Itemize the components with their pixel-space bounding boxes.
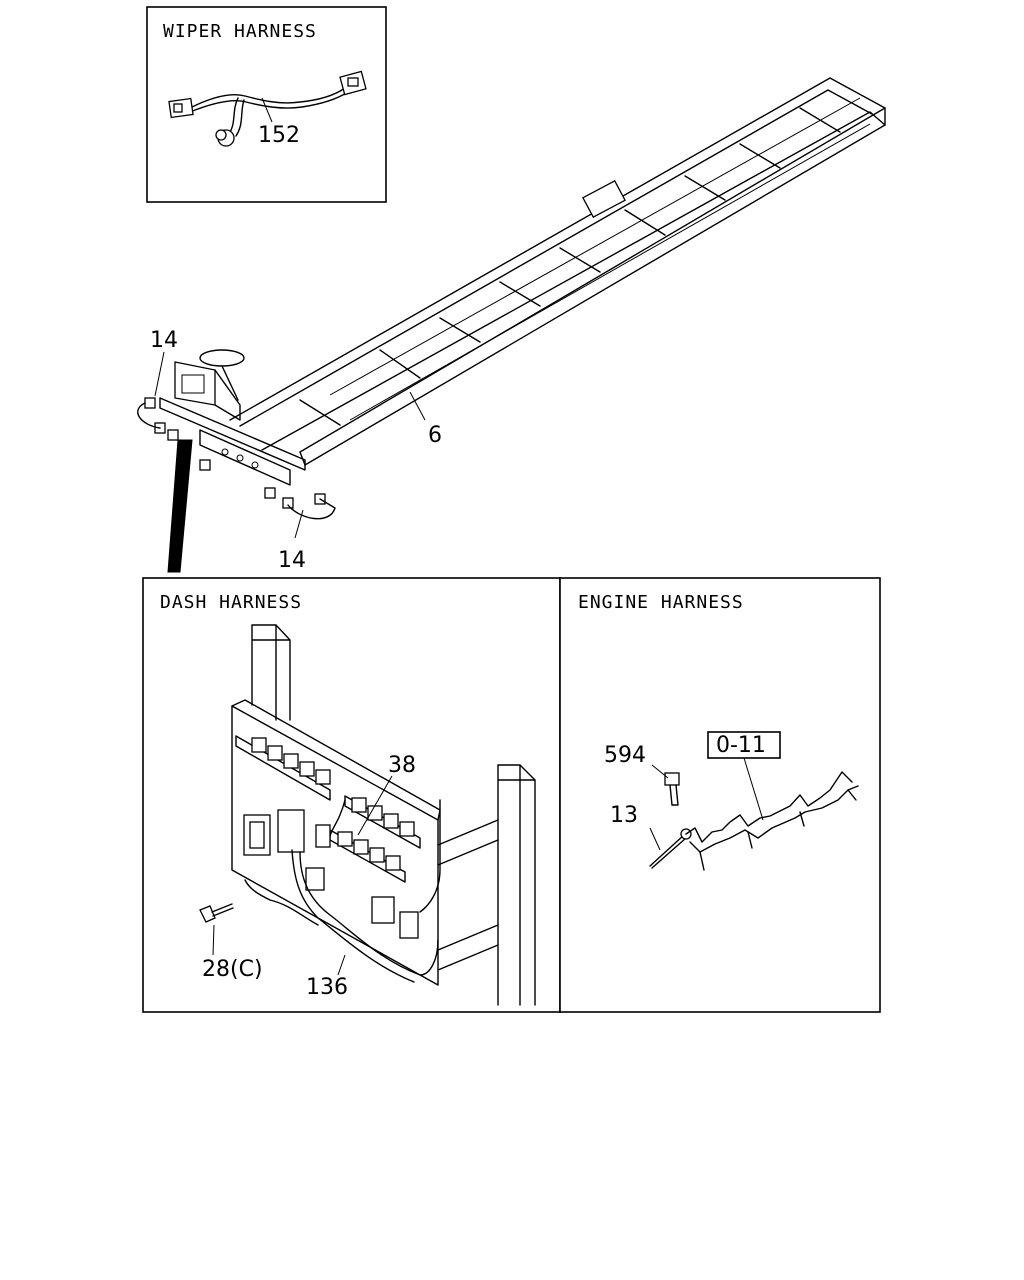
callout-14-bottom: 14 <box>278 548 306 573</box>
wiper-harness-drawing <box>168 70 367 147</box>
engine-harness-title: ENGINE HARNESS <box>578 592 744 613</box>
engine-harness-panel: ENGINE HARNESS 0-11 594 13 <box>559 577 881 1013</box>
callout-152: 152 <box>258 123 300 148</box>
dash-harness-title: DASH HARNESS <box>160 592 302 613</box>
callout-13: 13 <box>610 803 638 828</box>
ref-box-0-11: 0-11 <box>716 733 766 758</box>
dash-harness-drawing <box>199 624 536 1006</box>
callout-594: 594 <box>604 743 646 768</box>
engine-harness-drawing <box>649 731 859 871</box>
callout-14-top: 14 <box>150 328 178 353</box>
callout-38: 38 <box>388 753 416 778</box>
callout-28c: 28(C) <box>202 957 263 982</box>
callout-6: 6 <box>428 423 442 448</box>
dash-harness-panel: DASH HARNESS <box>142 577 561 1013</box>
wiper-harness-panel: WIPER HARNESS 152 <box>146 6 387 203</box>
wiper-harness-title: WIPER HARNESS <box>163 21 317 42</box>
chassis-frame <box>137 77 886 573</box>
callout-136: 136 <box>306 975 348 1000</box>
